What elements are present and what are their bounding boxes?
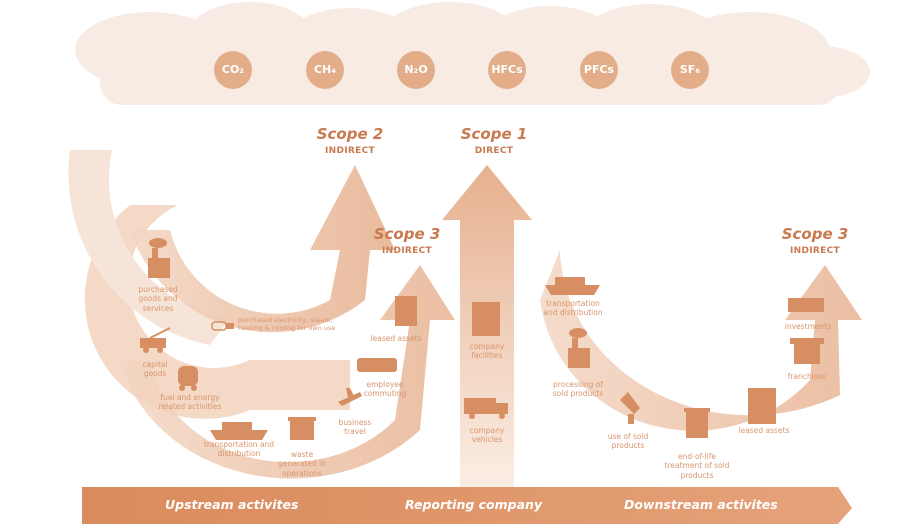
gas-hfcs: HFCs <box>488 51 526 89</box>
leased-building-icon <box>748 388 776 424</box>
label-investments: investments <box>784 322 832 331</box>
scope1-title: Scope 1 <box>460 125 528 143</box>
ship-icon <box>210 422 268 440</box>
processing-factory-icon <box>568 328 590 368</box>
upstream-loop-arc <box>84 205 351 419</box>
train-icon <box>357 358 397 372</box>
footer-upstream: Upstream activites <box>165 497 299 512</box>
label-use-of-sold-products: use of sold products <box>607 432 649 451</box>
label-capital-goods: capital goods <box>142 360 168 379</box>
label-company-facilities: company facilities <box>469 342 505 361</box>
scope3-downstream-arrow <box>540 250 862 431</box>
gas-n2o: N₂O <box>397 51 435 89</box>
label-upstream-leased-assets: leased assets <box>370 334 422 343</box>
truck-icon <box>464 398 508 419</box>
footer-arrow-bar <box>82 487 852 524</box>
cargo-ship-icon <box>545 277 600 295</box>
upstream-outer-arc <box>68 150 231 345</box>
scope2-arrow <box>130 165 395 333</box>
recycle-bin-icon <box>684 408 710 438</box>
storefront-icon <box>790 338 824 364</box>
footer-reporting-company: Reporting company <box>405 497 543 512</box>
label-fuel-energy: fuel and energy related activities <box>158 393 222 412</box>
label-upstream-transportation: transportation and distribution <box>203 440 275 459</box>
scope2-title: Scope 2 <box>316 125 384 143</box>
label-business-travel: business travel <box>338 418 372 437</box>
scope1-subtitle: DIRECT <box>474 146 514 156</box>
label-purchased-goods: purchased goods and services <box>138 285 178 313</box>
airplane-icon <box>338 388 362 406</box>
label-employee-commuting: employee commuting <box>363 380 407 399</box>
label-franchises: franchises <box>787 372 827 381</box>
scope3-downstream-title: Scope 3 <box>781 225 849 243</box>
light-bulb-icon <box>620 392 640 424</box>
scope3-upstream-arrow <box>120 265 455 479</box>
footer-downstream: Downstream activites <box>624 497 778 512</box>
cloud-band <box>75 2 870 105</box>
scope3-upstream-subtitle: INDIRECT <box>382 246 432 256</box>
label-downstream-leased-assets: leased assets <box>738 426 790 435</box>
scope3-downstream-subtitle: INDIRECT <box>790 246 840 256</box>
investments-icon <box>788 298 824 312</box>
gas-co2: CO₂ <box>214 51 252 89</box>
scope2-subtitle: INDIRECT <box>325 146 375 156</box>
building-icon <box>395 296 417 326</box>
dumpster-icon <box>288 417 316 440</box>
factory-icon <box>148 238 170 278</box>
scope3-upstream-title: Scope 3 <box>373 225 441 243</box>
plug-icon <box>211 321 234 331</box>
gas-sf6: SF₆ <box>671 51 709 89</box>
label-company-vehicles: company vehicles <box>469 426 505 445</box>
label-waste: waste generated in operations <box>278 450 326 478</box>
fuel-tank-icon <box>178 366 198 391</box>
gas-pfcs: PFCs <box>580 51 618 89</box>
label-downstream-transportation: transportation and distribution <box>543 299 603 318</box>
crane-truck-icon <box>140 327 171 353</box>
label-processing: processing of sold products <box>552 380 604 399</box>
gas-ch4: CH₄ <box>306 51 344 89</box>
office-building-icon <box>472 302 500 336</box>
label-purchased-electricity: purchased electricity, steam, heating & … <box>238 316 336 333</box>
label-end-of-life: end-of-life treatment of sold products <box>664 452 730 480</box>
